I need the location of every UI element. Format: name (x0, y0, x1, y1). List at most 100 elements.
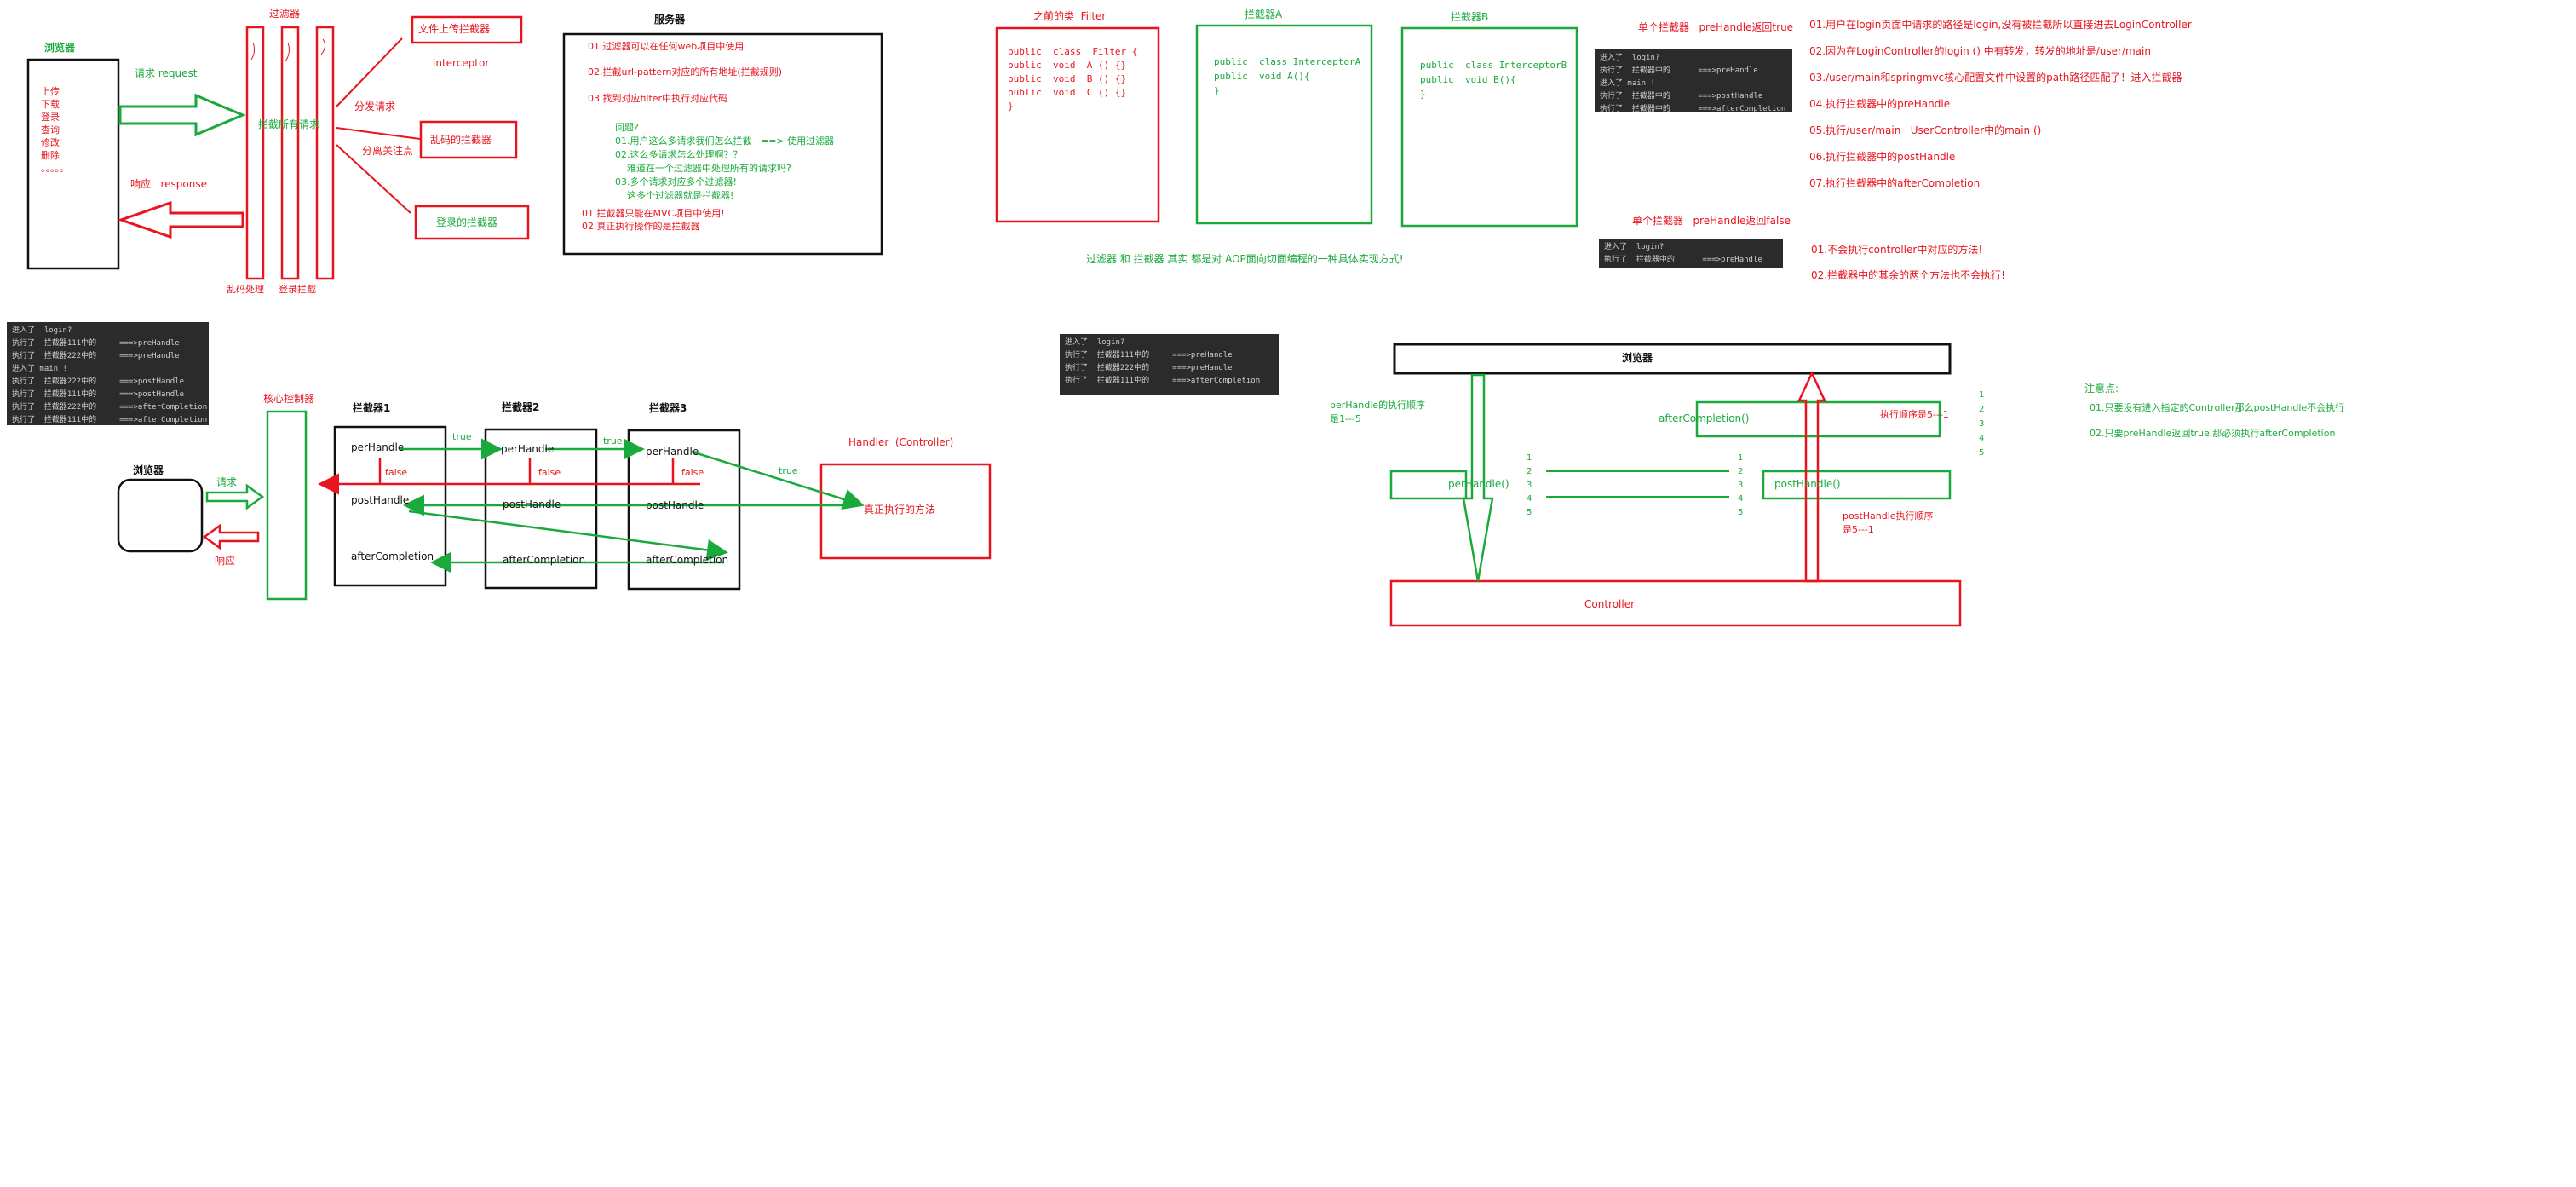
aftercompletion-label: afterCompletion() (1659, 412, 1750, 424)
controller-box (1389, 579, 1962, 627)
browser-top-bar (1393, 343, 1952, 375)
false-label-2: false (538, 467, 561, 478)
console-line: 进入了 login? (12, 326, 72, 335)
single-false-title: 单个拦截器 preHandle返回false (1632, 215, 1791, 227)
interceptor2-box (484, 428, 598, 590)
interceptor-b-label: 拦截器B (1451, 11, 1489, 23)
server-point-2: 02.拦截url-pattern对应的所有地址(拦截规则) (588, 66, 783, 78)
posthandle-order-note: postHandle执行顺序是5---1 (1843, 510, 1934, 537)
code-line: public class InterceptorB (1420, 60, 1567, 71)
notes-list: 01.只要没有进入指定的Controller那么postHandle不会执行 02… (2090, 395, 2344, 447)
filter-class-code: public class Filter {public void A () {}… (1008, 45, 1137, 113)
handler-label: Handler (Controller) (848, 436, 954, 448)
server-question-line: 难道在一个过滤器中处理所有的请求吗? (615, 163, 791, 174)
order-number: 1 (1527, 453, 1532, 463)
browser-box (26, 58, 120, 270)
server-box (562, 32, 883, 256)
perhandle-box (1389, 470, 1468, 500)
note-line: 02.只要preHandle返回true,那必须执行afterCompletio… (2090, 428, 2336, 439)
controller-label: Controller (1584, 598, 1636, 610)
login-interceptor-box (414, 205, 530, 240)
menu-item: 修改 (41, 137, 60, 148)
code-line: public void B () {} (1008, 73, 1127, 84)
real-method-label: 真正执行的方法 (864, 504, 936, 516)
step-line: 06.执行拦截器中的postHandle (1809, 151, 1956, 163)
server-question-line: 问题? (615, 122, 639, 133)
handler-box (819, 463, 992, 560)
server-question-line: 03.多个请求对应多个过滤器! (615, 176, 737, 187)
server-title: 服务器 (654, 14, 686, 26)
i1-posthandle: postHandle (351, 494, 410, 506)
step-line: 03./user/main和springmvc核心配置文件中设置的path路径匹… (1809, 72, 2182, 84)
console-line: 执行了 拦截器222中的 ===>preHandle (12, 352, 180, 360)
interceptor1-label: 拦截器1 (353, 402, 391, 414)
true-label-2: true (603, 435, 623, 447)
order-number: 5 (1979, 448, 1985, 458)
request-arrow (118, 93, 246, 137)
response-label-2: 响应 (215, 555, 236, 567)
order-number: 2 (1979, 405, 1985, 414)
note-line: 是1---5 (1330, 413, 1361, 424)
console-line: 执行了 拦截器111中的 ===>preHandle (1065, 351, 1233, 360)
garbled-interceptor-box (419, 120, 518, 159)
browser-rounded-box (117, 478, 204, 553)
order-number: 1 (1738, 453, 1744, 463)
note-line: postHandle执行顺序 (1843, 510, 1934, 521)
i3-posthandle: postHandle (646, 499, 704, 511)
step-line: 02.因为在LoginController的login () 中有转发，转发的地… (1809, 45, 2151, 57)
order-number: 3 (1738, 481, 1744, 490)
console-line: 执行了 拦截器中的 ===>preHandle (1600, 66, 1758, 75)
true-label-3: true (779, 465, 798, 476)
filter-title: 过滤器 (269, 8, 301, 20)
menu-item: 查询 (41, 124, 60, 135)
console-line: 执行了 拦截器111中的 ===>afterCompletion (12, 416, 208, 424)
filter-class-box (995, 26, 1160, 223)
i2-perhandle: perHandle (501, 443, 555, 455)
interceptor-b-box (1400, 26, 1578, 228)
dispatcher-bar (266, 410, 308, 601)
menu-item: 。。。。。 (41, 163, 69, 174)
posthandle-label: postHandle() (1774, 478, 1841, 490)
i3-perhandle: perHandle (646, 446, 699, 458)
false-console: 进入了 login?执行了 拦截器中的 ===>preHandle (1599, 239, 1783, 268)
note-line: 是5---1 (1843, 524, 1874, 535)
console-line: 执行了 拦截器111中的 ===>preHandle (12, 339, 180, 348)
note-line: perHandle的执行顺序 (1330, 400, 1426, 411)
order-number: 4 (1527, 494, 1532, 504)
order-number: 2 (1527, 467, 1532, 476)
code-line: public void C () {} (1008, 87, 1127, 98)
upload-interceptor-text: 文件上传拦截器 (418, 23, 491, 35)
browser-menu: 上传下载登录查询修改删除。。。。。 (41, 85, 69, 175)
multi-console: 进入了 login? 执行了 拦截器111中的 ===>preHandle 执行了 … (7, 322, 209, 425)
server-conclusions: 01.拦截器只能在MVC项目中使用!02.真正执行操作的是拦截器 (582, 207, 725, 233)
intercept-all-label: 拦截所有请求 (258, 118, 320, 130)
note-line: 01.只要没有进入指定的Controller那么postHandle不会执行 (2090, 402, 2345, 413)
server-conclusion-line: 01.拦截器只能在MVC项目中使用! (582, 208, 725, 219)
order-number: 5 (1738, 508, 1744, 517)
note-line: 02.拦截器中的其余的两个方法也不会执行! (1811, 269, 2005, 281)
dispatcher-label: 核心控制器 (263, 393, 315, 405)
order-number: 3 (1979, 419, 1985, 429)
browser-top-label: 浏览器 (1622, 352, 1653, 364)
dispatch-label: 分发请求 (354, 101, 396, 112)
false-label-3: false (681, 467, 704, 478)
filter-class-label: 之前的类 Filter (1033, 10, 1107, 22)
execution-steps: 01.用户在login页面中请求的路径是login,没有被拦截所以直接进去Log… (1809, 12, 2192, 197)
filter-bar-3 (315, 26, 335, 280)
console-line: 进入了 login? (1065, 338, 1125, 347)
response-label: 响应 response (130, 178, 207, 190)
server-question-line: 这多个过滤器就是拦截器! (615, 190, 734, 201)
step-line: 07.执行拦截器中的afterCompletion (1809, 177, 1981, 189)
interceptor-a-label: 拦截器A (1245, 9, 1283, 20)
console-line: 进入了 login? (1600, 54, 1660, 62)
note-line: 01.不会执行controller中对应的方法! (1811, 244, 1983, 256)
step-line: 05.执行/user/main UserController中的main () (1809, 124, 2042, 136)
i3-aftercompletion: afterCompletion (646, 554, 729, 566)
perhandle-label: perHandle() (1448, 478, 1509, 490)
interceptor3-label: 拦截器3 (649, 402, 687, 414)
console-line: 进入了 login? (1604, 243, 1665, 251)
